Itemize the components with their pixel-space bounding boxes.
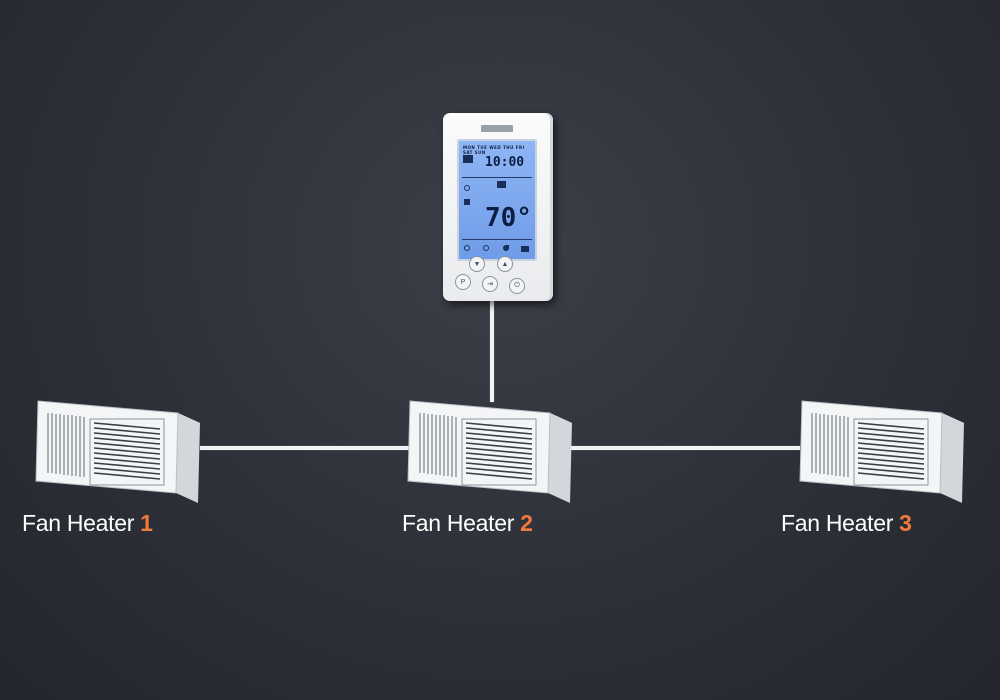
grille-left	[47, 413, 85, 477]
heater-label-number: 3	[899, 510, 912, 536]
down-button[interactable]: ▼	[469, 256, 485, 272]
grille-left	[811, 413, 849, 477]
grille-left	[419, 413, 457, 477]
heater-label-name: Fan Heater	[22, 510, 135, 536]
program-icon	[463, 155, 473, 163]
grille-right	[93, 422, 161, 480]
thermostat-display: MON TUE WED THU FRI SAT SUN 10:00 70°	[457, 139, 537, 261]
wire-thermostat-heater2	[490, 300, 494, 402]
temperature-readout: 70°	[485, 203, 532, 233]
grille-right	[857, 422, 925, 480]
thermostat-logo	[481, 125, 513, 132]
home-icon	[464, 199, 470, 205]
heater-label-number: 2	[520, 510, 533, 536]
suitcase-icon	[521, 246, 529, 252]
mode-icon	[497, 181, 506, 188]
heater-label-name: Fan Heater	[402, 510, 515, 536]
wire-heater1-heater2	[200, 446, 410, 450]
grille-right	[465, 422, 533, 480]
snowflake-icon	[464, 185, 470, 191]
moon-icon	[503, 245, 509, 251]
thermostat: MON TUE WED THU FRI SAT SUN 10:00 70° ▼ …	[443, 113, 553, 301]
power-button[interactable]: ⏻	[509, 278, 525, 294]
heater-label-number: 1	[140, 510, 153, 536]
sun-icon	[483, 245, 489, 251]
fan-heater-1	[35, 400, 200, 503]
day-row: MON TUE WED THU FRI SAT SUN	[463, 145, 525, 155]
fan-heater-2	[407, 400, 572, 503]
up-button[interactable]: ▲	[497, 256, 513, 272]
enter-button[interactable]: ⇥	[482, 276, 498, 292]
display-divider	[462, 177, 532, 178]
wire-heater2-heater3	[570, 446, 800, 450]
heater-label-name: Fan Heater	[781, 510, 894, 536]
clock-icon	[464, 245, 470, 251]
fan-heater-3	[799, 400, 964, 503]
display-divider-lower	[462, 239, 532, 240]
clock-readout: 10:00	[485, 155, 525, 170]
program-button[interactable]: P	[455, 274, 471, 290]
